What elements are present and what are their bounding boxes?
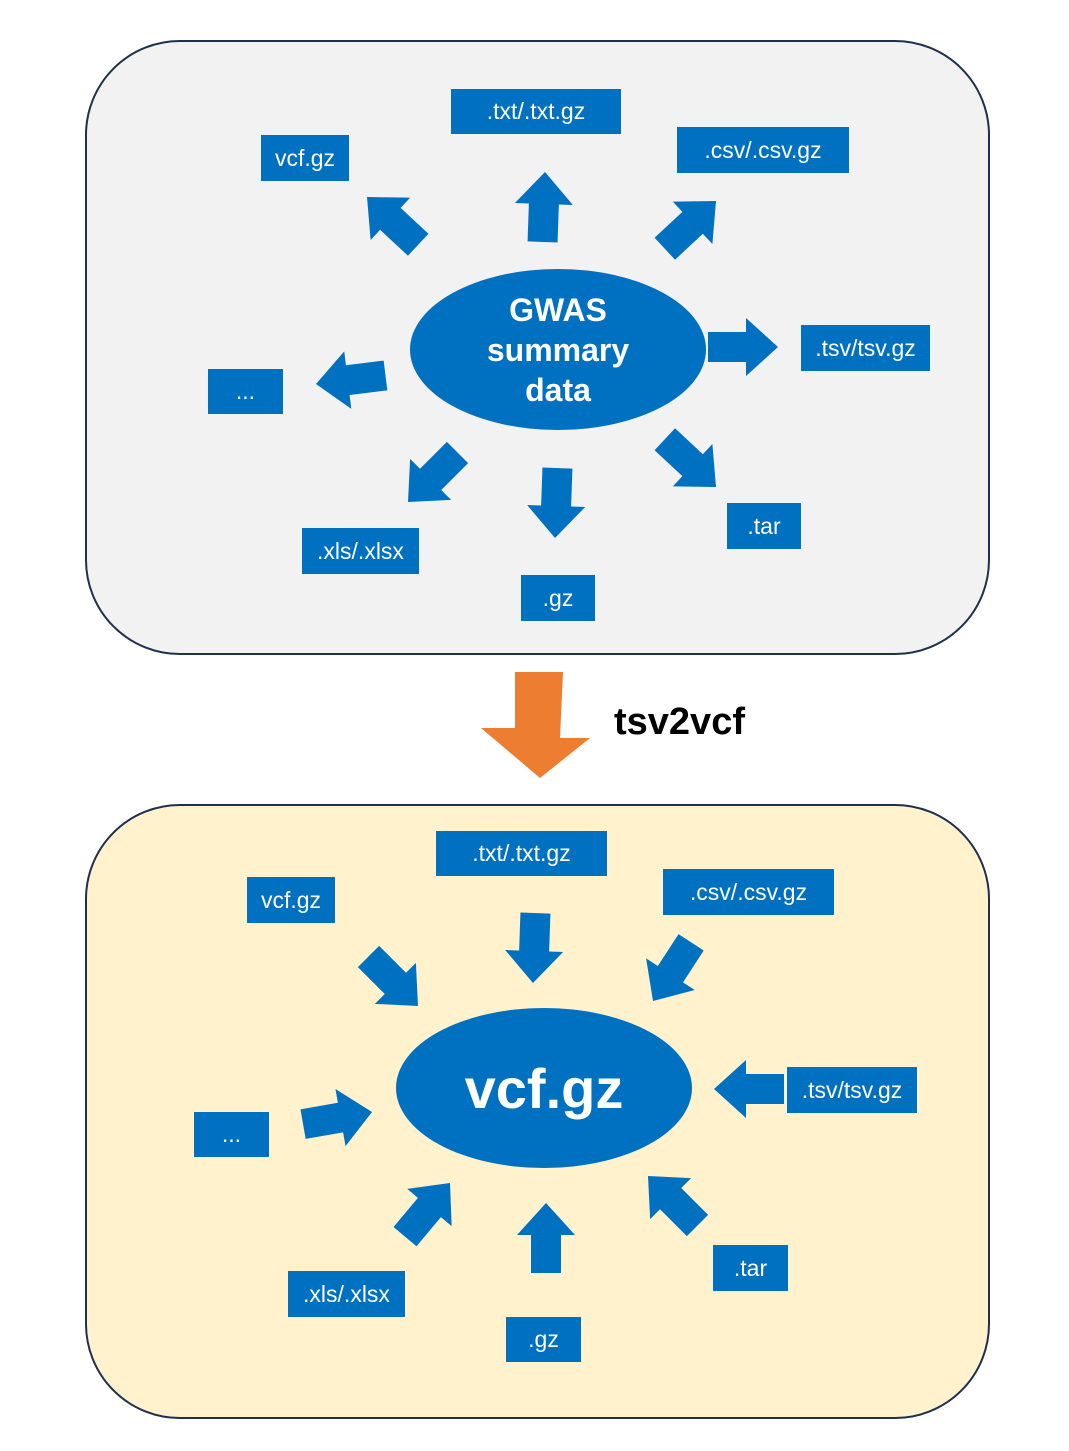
top-format-gz: .gz (521, 575, 595, 621)
bottom-format-tar: .tar (713, 1245, 788, 1291)
hub-line-2: summary (486, 331, 630, 368)
top-format-txt: .txt/.txt.gz (451, 89, 621, 134)
top-format-xls: .xls/.xlsx (302, 528, 419, 574)
conversion-arrow-icon (481, 672, 590, 778)
tsv2vcf-step-label: tsv2vcf (614, 701, 745, 743)
bottom-format-csv: .csv/.csv.gz (663, 869, 834, 915)
bottom-format-xls: .xls/.xlsx (288, 1271, 405, 1317)
bottom-format-gz: .gz (506, 1317, 581, 1362)
top-format-vcf: vcf.gz (261, 135, 349, 181)
top-format-csv: .csv/.csv.gz (677, 127, 849, 173)
top-format-tsv: .tsv/tsv.gz (801, 325, 930, 371)
hub-line-1: GWAS (509, 291, 607, 328)
gwas-summary-data-ellipse: GWAS summary data (410, 269, 706, 430)
top-format-tar: .tar (727, 503, 801, 549)
bottom-format-vcf: vcf.gz (247, 877, 335, 923)
vcf-gz-ellipse: vcf.gz (396, 1008, 692, 1168)
hub-bottom-label: vcf.gz (464, 1056, 624, 1120)
top-format-other: ... (208, 369, 283, 414)
bottom-format-tsv: .tsv/tsv.gz (787, 1067, 917, 1113)
bottom-format-other: ... (194, 1112, 269, 1157)
bottom-format-txt: .txt/.txt.gz (436, 831, 607, 876)
hub-line-3: data (525, 371, 591, 408)
